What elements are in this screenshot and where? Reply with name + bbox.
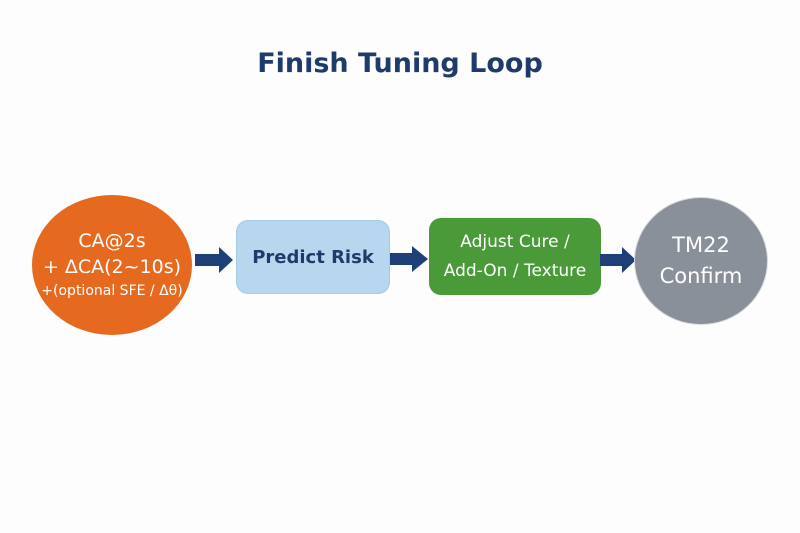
confirm-node: TM22 Confirm: [634, 197, 768, 325]
predict-risk-label: Predict Risk: [252, 246, 374, 268]
diagram-title: Finish Tuning Loop: [257, 48, 543, 79]
arrow-adjust-to-confirm: [600, 247, 636, 273]
arrow-predict-to-adjust: [390, 246, 428, 272]
adjust-node-line2: Add-On / Texture: [443, 260, 587, 281]
adjust-node: Adjust Cure / Add-On / Texture: [429, 218, 601, 295]
predict-risk-node: Predict Risk: [236, 220, 390, 294]
input-node-line1: CA@2s: [78, 230, 146, 252]
input-node: CA@2s + ΔCA(2~10s) +(optional SFE / Δθ): [32, 195, 192, 335]
input-node-line3: +(optional SFE / Δθ): [41, 283, 183, 299]
adjust-node-line1: Adjust Cure /: [460, 231, 570, 252]
confirm-node-line1: TM22: [672, 233, 730, 257]
confirm-node-line2: Confirm: [659, 264, 743, 288]
input-node-line2: + ΔCA(2~10s): [42, 256, 182, 278]
arrow-input-to-predict: [195, 247, 233, 273]
